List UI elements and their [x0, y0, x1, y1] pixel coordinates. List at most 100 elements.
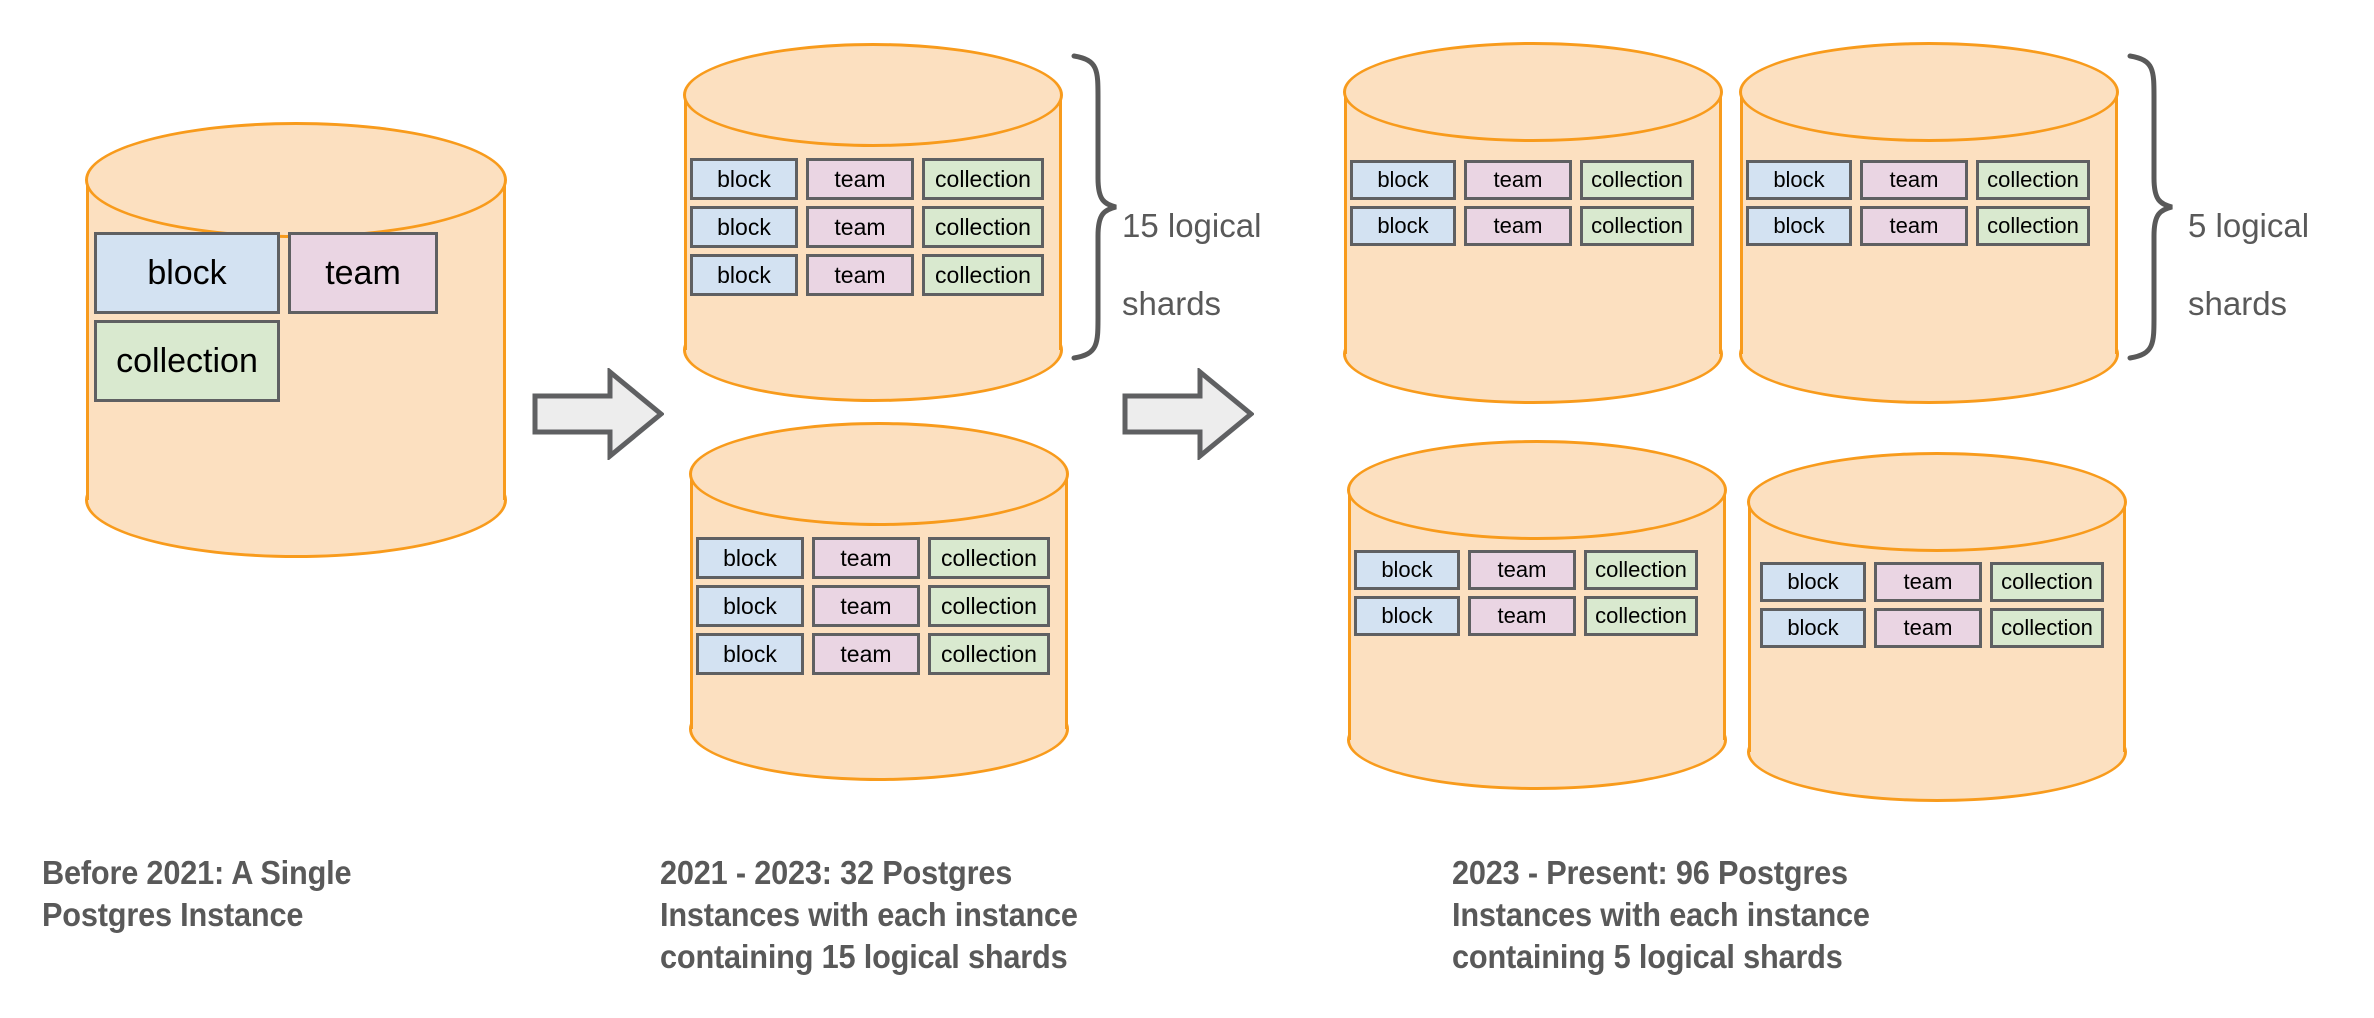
shard-grid: block team collection block team collect… — [690, 158, 1062, 296]
brace-label-line: 15 logical — [1122, 206, 1262, 244]
shard-box-collection: collection — [928, 537, 1050, 579]
brace-label-line: 5 logical — [2188, 206, 2310, 244]
shard-box-team: team — [288, 232, 438, 314]
shard-box-block: block — [1746, 206, 1852, 246]
brace-label-line: shards — [2188, 284, 2288, 322]
shard-box-collection: collection — [922, 158, 1044, 200]
shard-row: collection — [94, 320, 506, 402]
shard-grid: block team collection block team collect… — [696, 537, 1068, 675]
shard-box-team: team — [1464, 206, 1572, 246]
arrow-1-icon — [532, 366, 665, 462]
brace-label-5-shards: 5 logical shards — [2188, 168, 2374, 363]
shard-box-collection: collection — [1584, 596, 1698, 636]
shard-box-team: team — [1874, 562, 1982, 602]
shard-grid: block team collection block team collect… — [1746, 160, 2118, 246]
shard-row: block team collection — [1746, 206, 2118, 246]
shard-box-collection: collection — [922, 206, 1044, 248]
shard-row: block team collection — [1350, 160, 1722, 200]
shard-box-collection: collection — [928, 585, 1050, 627]
arrow-2-icon — [1122, 366, 1255, 462]
cylinder-2023-top-left: block team collection block team collect… — [1343, 42, 1723, 404]
shard-box-team: team — [812, 537, 920, 579]
caption-line: containing 15 logical shards — [660, 938, 1068, 976]
cylinder-top-cap — [1747, 452, 2127, 552]
caption-before-2021: Before 2021: A Single Postgres Instance — [42, 852, 442, 936]
shard-grid: block team collection block team collect… — [1354, 550, 1726, 636]
shard-row: block team collection — [1760, 608, 2126, 648]
cylinder-top-cap — [1343, 42, 1723, 142]
cylinder-top-cap — [683, 43, 1063, 147]
shard-grid: block team collection — [94, 232, 506, 402]
shard-box-block: block — [690, 206, 798, 248]
shard-box-block: block — [1350, 160, 1456, 200]
shard-box-block: block — [1354, 550, 1460, 590]
shard-box-block: block — [1760, 608, 1866, 648]
shard-box-block: block — [690, 158, 798, 200]
shard-row: block team collection — [1746, 160, 2118, 200]
shard-box-team: team — [806, 254, 914, 296]
shard-box-team: team — [812, 585, 920, 627]
shard-box-collection: collection — [928, 633, 1050, 675]
caption-2021-2023: 2021 - 2023: 32 Postgres Instances with … — [660, 852, 1218, 979]
shard-box-team: team — [1468, 596, 1576, 636]
shard-box-collection: collection — [1976, 206, 2090, 246]
shard-grid: block team collection block team collect… — [1350, 160, 1722, 246]
shard-box-block: block — [1746, 160, 1852, 200]
cylinder-top-cap — [689, 422, 1069, 526]
shard-grid: block team collection block team collect… — [1760, 562, 2126, 648]
shard-box-block: block — [1350, 206, 1456, 246]
caption-line: Before 2021: A Single — [42, 854, 352, 891]
shard-row: block team collection — [690, 158, 1062, 200]
caption-line: Postgres Instance — [42, 896, 304, 934]
shard-box-collection: collection — [1990, 562, 2104, 602]
shard-box-collection: collection — [1990, 608, 2104, 648]
shard-box-collection: collection — [922, 254, 1044, 296]
shard-row: block team collection — [690, 206, 1062, 248]
shard-box-block: block — [690, 254, 798, 296]
shard-box-collection: collection — [94, 320, 280, 402]
brace-15-shards-icon — [1068, 52, 1120, 362]
cylinder-2021-bottom: block team collection block team collect… — [689, 422, 1069, 781]
shard-box-team: team — [812, 633, 920, 675]
caption-2023-present: 2023 - Present: 96 Postgres Instances wi… — [1452, 852, 2029, 979]
shard-row: block team collection — [696, 585, 1068, 627]
shard-row: block team collection — [1354, 550, 1726, 590]
shard-box-team: team — [1860, 160, 1968, 200]
shard-box-team: team — [806, 158, 914, 200]
cylinder-top-cap — [85, 122, 507, 238]
brace-5-shards-icon — [2124, 52, 2176, 362]
shard-box-block: block — [1760, 562, 1866, 602]
shard-box-team: team — [1874, 608, 1982, 648]
shard-box-block: block — [696, 537, 804, 579]
shard-row: block team collection — [1760, 562, 2126, 602]
shard-row: block team collection — [696, 633, 1068, 675]
caption-line: Instances with each instance — [1452, 896, 1870, 934]
shard-box-collection: collection — [1584, 550, 1698, 590]
shard-box-team: team — [806, 206, 914, 248]
shard-box-block: block — [1354, 596, 1460, 636]
shard-box-block: block — [94, 232, 280, 314]
shard-box-block: block — [696, 633, 804, 675]
caption-line: containing 5 logical shards — [1452, 938, 1843, 976]
caption-line: Instances with each instance — [660, 896, 1078, 934]
cylinder-top-cap — [1347, 440, 1727, 540]
shard-row: block team collection — [696, 537, 1068, 579]
cylinder-2021-top: block team collection block team collect… — [683, 43, 1063, 402]
shard-box-team: team — [1860, 206, 1968, 246]
cylinder-2023-bottom-left: block team collection block team collect… — [1347, 440, 1727, 790]
shard-box-collection: collection — [1976, 160, 2090, 200]
shard-row: block team collection — [690, 254, 1062, 296]
shard-box-collection: collection — [1580, 206, 1694, 246]
shard-box-block: block — [696, 585, 804, 627]
caption-line: 2021 - 2023: 32 Postgres — [660, 854, 1013, 891]
shard-box-team: team — [1464, 160, 1572, 200]
brace-label-15-shards: 15 logical shards — [1122, 168, 1342, 363]
cylinder-2023-top-right: block team collection block team collect… — [1739, 42, 2119, 404]
cylinder-single-instance: block team collection — [85, 122, 507, 558]
shard-box-team: team — [1468, 550, 1576, 590]
shard-row: block team collection — [1354, 596, 1726, 636]
cylinder-2023-bottom-right: block team collection block team collect… — [1747, 452, 2127, 802]
shard-row: block team — [94, 232, 506, 314]
caption-line: 2023 - Present: 96 Postgres — [1452, 854, 1848, 891]
